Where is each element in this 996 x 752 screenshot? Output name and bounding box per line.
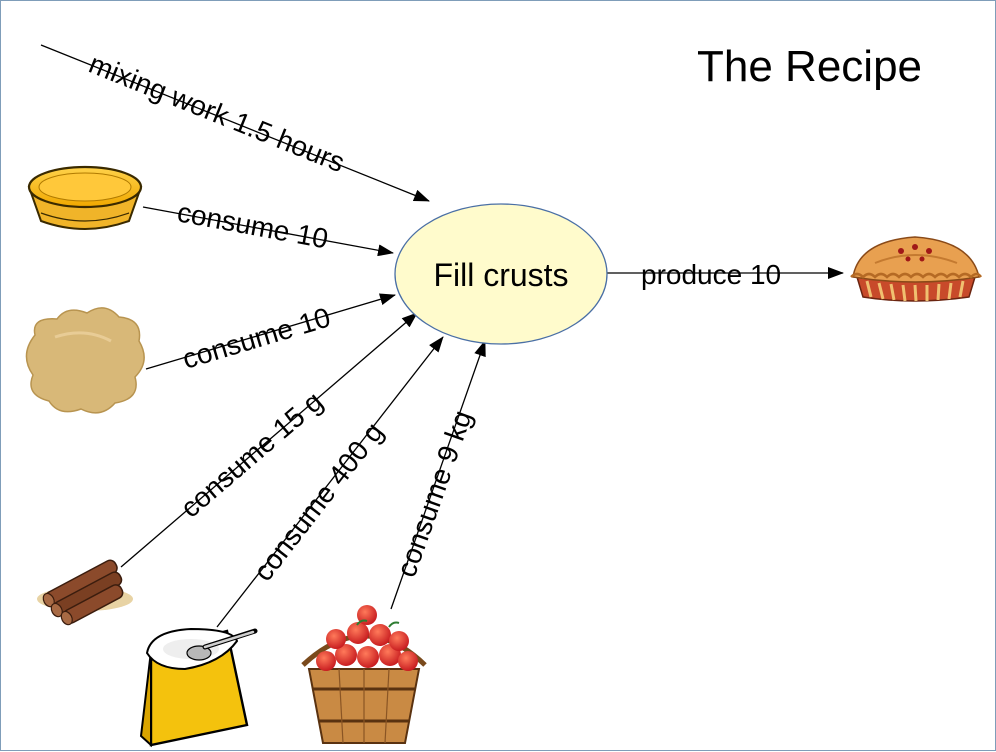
edges [40,44,844,628]
pie-crust-icon [27,165,143,230]
edge-pie-label: produce 10 [641,259,781,290]
dough-icon [25,307,145,414]
sugar-bag-icon [139,627,258,748]
edge-mixing-label: mixing work 1.5 hours [85,48,349,178]
edge-dough-label: consume 10 [179,301,334,374]
cinnamon-sticks-icon [37,559,133,626]
process-label: Fill crusts [433,257,568,293]
apple-pie-icon [850,236,983,302]
process-node[interactable]: Fill crusts [394,203,608,345]
edge-crust-label: consume 10 [175,196,331,254]
edge-dough-line [145,293,396,370]
edge-apples-line [390,340,486,610]
edge-apples-label: consume 9 kg [390,406,477,581]
diagram-title: The Recipe [697,42,922,91]
apple-basket-icon [301,605,427,744]
edge-crust-line [142,206,394,257]
edge-mixing-line [40,44,430,202]
edge-sugar-line [216,336,444,628]
edge-cinnamon-line [120,312,418,568]
